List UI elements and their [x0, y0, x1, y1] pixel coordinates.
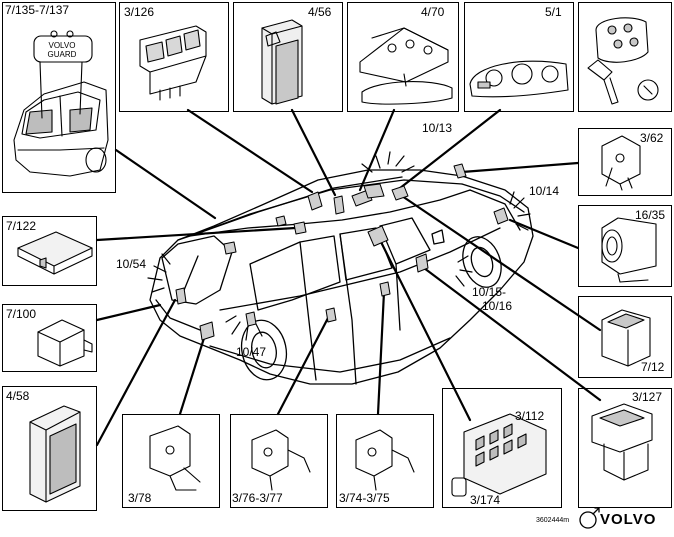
callout-3-126: 3/126	[124, 5, 155, 19]
panel-front-door-lock	[336, 414, 434, 508]
callout-3-78: 3/78	[128, 491, 152, 505]
volvo-guard-sticker-text: VOLVO GUARD	[36, 41, 88, 59]
flash-rays	[147, 151, 531, 341]
switch-module-art	[601, 309, 651, 367]
callout-3-127: 3/127	[632, 390, 663, 404]
callout-10-16: 10/16	[482, 299, 513, 313]
brand-name: VOLVO	[600, 511, 657, 528]
callout-4-56: 4/56	[308, 5, 332, 19]
callout-10-13: 10/13	[422, 121, 453, 135]
callout-4-70: 4/70	[421, 5, 445, 19]
window-switch-art	[139, 25, 207, 101]
callout-10-47: 10/47	[236, 345, 267, 359]
sticker-car-art	[13, 30, 109, 177]
callout-7-12: 7/12	[641, 360, 665, 374]
callout-10-54: 10/54	[116, 257, 147, 271]
panel-door-lock	[578, 128, 672, 196]
drawing-code: 3602444m	[536, 517, 570, 524]
remote-key-art	[587, 17, 659, 105]
control-module-art	[261, 19, 303, 105]
panel-tailgate-lock	[122, 414, 220, 508]
component-markers	[175, 163, 509, 341]
front-door-lock-art	[355, 429, 415, 491]
callout-7-122: 7/122	[6, 219, 37, 233]
callout-16-35: 16/35	[635, 208, 666, 222]
central-electronic-module-art	[451, 413, 547, 497]
callout-7-100: 7/100	[6, 307, 37, 321]
panel-hazard-switch	[578, 388, 672, 508]
callout-10-15: 10/15-	[472, 285, 507, 299]
door-lock-art	[601, 135, 641, 191]
callout-3-74: 3/74-3/75	[339, 491, 390, 505]
callout-5-1: 5/1	[545, 5, 562, 19]
siren-art	[601, 217, 657, 283]
volvo-logo-mark	[579, 507, 600, 529]
panel-remote-key	[578, 2, 672, 112]
sensor-module-art	[37, 319, 93, 367]
callout-4-58: 4/58	[6, 389, 30, 403]
leader-lines	[95, 108, 602, 447]
callout-10-14: 10/14	[529, 184, 560, 198]
sticker-line-1: VOLVO	[48, 41, 76, 50]
callout-7-135: 7/135-7/137	[5, 3, 70, 17]
level-sensor-module-art	[17, 231, 93, 275]
car-outline	[149, 169, 534, 385]
panel-instrument-cluster	[464, 2, 574, 112]
callout-3-174: 3/174	[470, 493, 501, 507]
tailgate-lock-art	[149, 425, 201, 491]
callout-3-112: 3/112	[515, 409, 545, 423]
panel-alarm-sticker	[2, 2, 116, 193]
hazard-switch-art	[591, 403, 653, 481]
callout-3-76: 3/76-3/77	[232, 491, 283, 505]
callout-3-62: 3/62	[640, 131, 664, 145]
rearview-mirror-art	[359, 27, 453, 105]
panel-window-switch	[119, 2, 229, 112]
sticker-line-2: GUARD	[47, 50, 77, 59]
fuse-relay-board-art	[29, 405, 81, 503]
rear-door-lock-art	[251, 429, 311, 491]
instrument-cluster-art	[469, 60, 569, 98]
panel-rear-door-lock	[230, 414, 328, 508]
